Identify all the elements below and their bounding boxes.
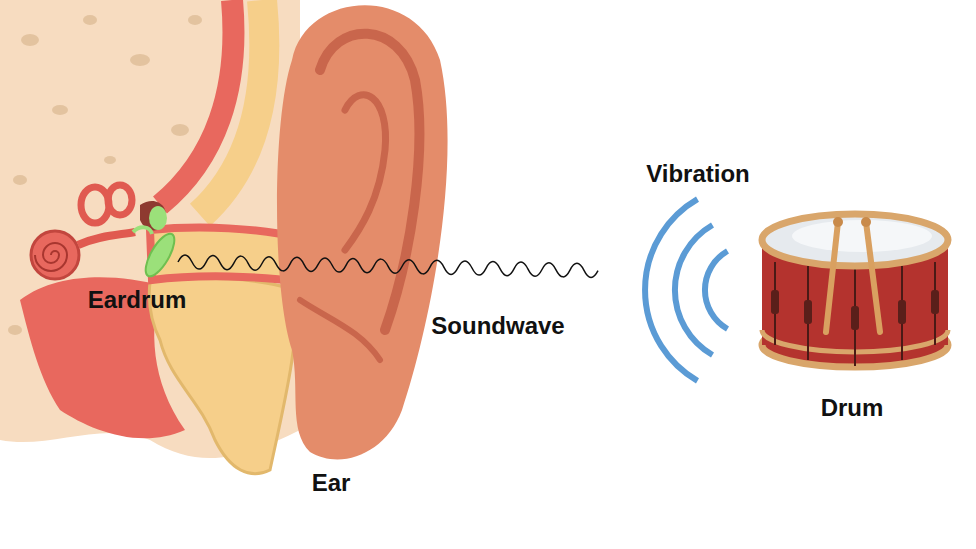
nerve-link <box>78 232 135 245</box>
cartilage-layer <box>200 0 264 215</box>
cochlea-spiral <box>35 243 67 271</box>
tissue-spots <box>8 15 202 335</box>
vibration-arcs <box>645 199 727 381</box>
drum-lug <box>898 300 906 324</box>
tension-rods <box>775 262 935 366</box>
pinna-inner-fold <box>345 95 386 250</box>
tissue-spot <box>130 54 150 66</box>
drum-lug <box>851 306 859 330</box>
eardrum-membrane <box>140 230 180 281</box>
drum-lug <box>771 290 779 314</box>
drum-illustration <box>762 214 948 367</box>
part-label: Eardrum <box>88 287 187 313</box>
drumstick <box>866 222 880 332</box>
vibration-label: Vibration <box>646 161 750 187</box>
pinna-lobe-fold <box>300 300 380 360</box>
tissue-spot <box>188 15 202 25</box>
pinna-fold <box>320 34 419 330</box>
drumstick-tip <box>833 217 843 227</box>
semicircular-canals <box>81 185 132 223</box>
tissue-spot <box>8 325 22 335</box>
drumstick <box>826 222 838 332</box>
cochlea <box>31 231 79 279</box>
vibration-arc <box>705 251 728 329</box>
ear-pinna <box>277 5 448 459</box>
canal-loop <box>108 185 132 215</box>
part-label: Ear <box>312 470 351 496</box>
stapes <box>133 227 152 234</box>
drum-lug <box>804 300 812 324</box>
tissue-spot <box>171 124 189 136</box>
ossicle-highlight <box>149 206 167 230</box>
tissue-spot <box>13 175 27 185</box>
soundwave-line <box>178 255 598 277</box>
drum-lug <box>931 290 939 314</box>
tissue-spot <box>21 34 39 46</box>
vibration-arc <box>645 199 697 381</box>
tissue-spot <box>104 156 116 164</box>
drum-head <box>762 214 948 266</box>
canal-loop <box>81 187 109 223</box>
drum-lugs <box>771 290 939 330</box>
soundwave-label: Soundwave <box>431 313 564 339</box>
tissue-spot <box>83 15 97 25</box>
tissue-spot <box>52 105 68 115</box>
part-label: Drum <box>821 395 884 421</box>
drumstick-tip <box>861 217 871 227</box>
